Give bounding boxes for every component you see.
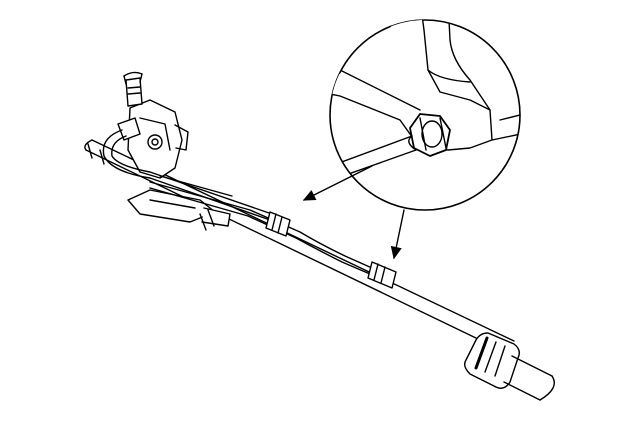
rack-mount-bracket — [127, 189, 231, 227]
pinion-valve-body — [117, 99, 189, 179]
detail-magnifier-circle — [329, 19, 521, 211]
rack-end-boot — [87, 143, 105, 165]
fluid-line-fitting-1 — [265, 211, 291, 237]
callout-arrow-1 — [302, 165, 373, 201]
detail-lock-nut — [409, 113, 451, 157]
housing-collar — [199, 209, 215, 231]
fluid-line-lower — [149, 175, 373, 275]
detail-tie-rod-end — [330, 20, 520, 151]
callout-arrow-2 — [390, 209, 405, 260]
fluid-line-upper — [102, 129, 273, 221]
pinion-shaft — [123, 71, 143, 107]
fluid-line-fitting-2 — [367, 261, 397, 289]
